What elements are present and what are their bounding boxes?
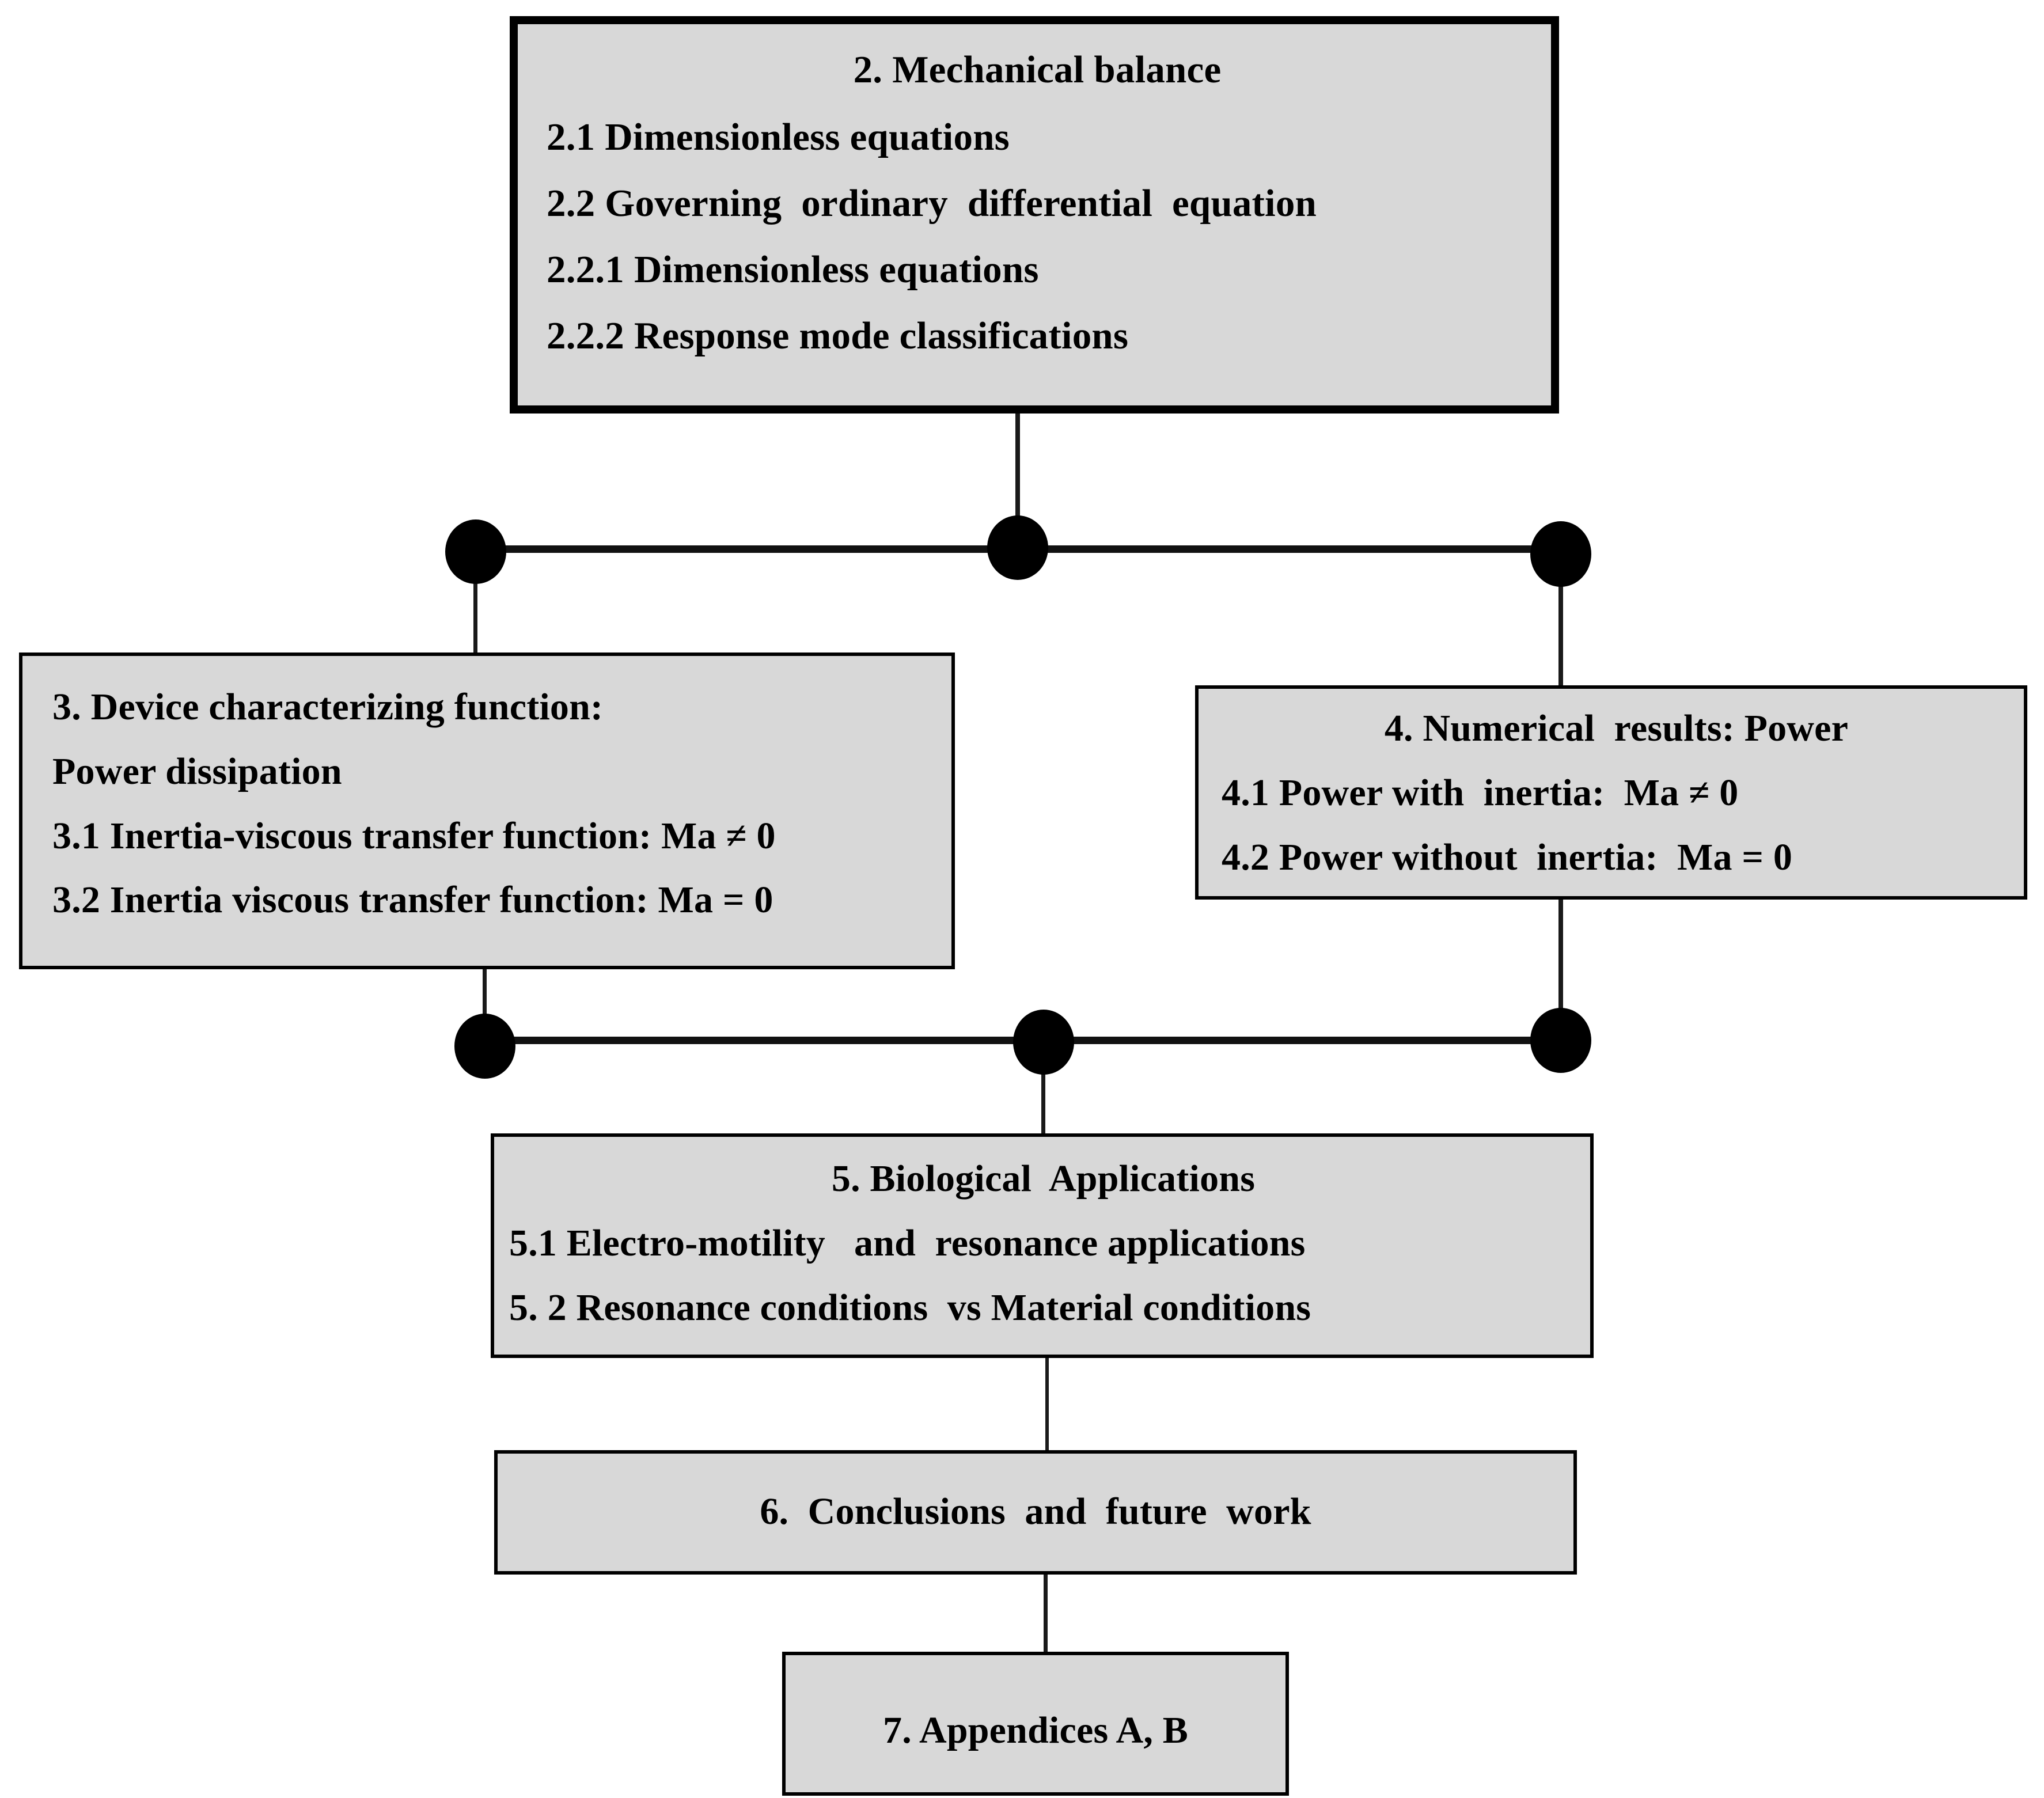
connector-box6-to-box7: [1044, 1573, 1048, 1654]
connector-top-left-dot-to-box3: [473, 579, 477, 655]
junction-dot-bottom-center: [1013, 1010, 1074, 1075]
connector-box4-to-bottom-right-dot: [1558, 896, 1563, 1045]
box-numerical-results-content: 4. Numerical results: Power 4.1 Power wi…: [1222, 704, 2011, 882]
box-device-function-line-2: Power dissipation: [52, 750, 342, 792]
connector-box2-to-top-center-dot: [1015, 410, 1020, 554]
box-biological-applications-line-1: 5.1 Electro-motility and resonance appli…: [509, 1222, 1306, 1264]
box-device-function-line-1: 3. Device characterizing function:: [52, 686, 604, 728]
box-mechanical-balance-line-1: 2.1 Dimensionless equations: [547, 116, 1010, 159]
box-appendices[interactable]: 7. Appendices A, B: [782, 1652, 1289, 1796]
box-appendices-content: 7. Appendices A, B: [786, 1706, 1285, 1755]
box-numerical-results-line-2: 4.2 Power without inertia: Ma = 0: [1222, 836, 1793, 878]
box-biological-applications-heading: 5. Biological Applications: [831, 1158, 1256, 1200]
box-mechanical-balance-line-3: 2.2.1 Dimensionless equations: [547, 248, 1039, 291]
junction-dot-top-center: [987, 515, 1048, 580]
box-mechanical-balance[interactable]: 2. Mechanical balance 2.1 Dimensionless …: [510, 16, 1559, 414]
box-mechanical-balance-heading: 2. Mechanical balance: [853, 48, 1222, 91]
box-device-function-content: 3. Device characterizing function: Power…: [52, 682, 940, 925]
box-numerical-results-power[interactable]: 4. Numerical results: Power 4.1 Power wi…: [1195, 685, 2027, 900]
box-numerical-results-heading: 4. Numerical results: Power: [1384, 707, 1849, 749]
box-device-characterizing-function[interactable]: 3. Device characterizing function: Power…: [19, 653, 955, 969]
box-device-function-line-4: 3.2 Inertia viscous transfer function: M…: [52, 879, 773, 921]
box-conclusions-heading: 6. Conclusions and future work: [760, 1490, 1311, 1533]
box-biological-applications[interactable]: 5. Biological Applications 5.1 Electro-m…: [491, 1133, 1594, 1358]
box-mechanical-balance-content: 2. Mechanical balance 2.1 Dimensionless …: [547, 45, 1528, 361]
box-mechanical-balance-line-2: 2.2 Governing ordinary differential equa…: [547, 182, 1317, 225]
box-biological-applications-line-2: 5. 2 Resonance conditions vs Material co…: [509, 1286, 1311, 1329]
box-mechanical-balance-line-4: 2.2.2 Response mode classifications: [547, 314, 1129, 358]
connector-top-right-dot-to-box4: [1558, 583, 1563, 688]
junction-dot-bottom-left: [454, 1014, 515, 1079]
box-conclusions-content: 6. Conclusions and future work: [498, 1487, 1573, 1537]
box-numerical-results-line-1: 4.1 Power with inertia: Ma ≠ 0: [1222, 771, 1739, 814]
connector-box5-to-box6: [1045, 1357, 1049, 1454]
box-device-function-line-3: 3.1 Inertia-viscous transfer function: M…: [52, 814, 776, 857]
connector-bottom-center-dot-to-box5: [1041, 1071, 1045, 1138]
box-biological-applications-content: 5. Biological Applications 5.1 Electro-m…: [509, 1154, 1577, 1332]
junction-dot-top-right: [1530, 521, 1591, 587]
connector-box3-to-bottom-left-dot: [483, 968, 487, 1048]
box-conclusions-and-future-work[interactable]: 6. Conclusions and future work: [494, 1450, 1577, 1575]
junction-dot-bottom-right: [1530, 1008, 1591, 1073]
junction-dot-top-left: [445, 519, 506, 584]
box-appendices-heading: 7. Appendices A, B: [883, 1709, 1188, 1751]
